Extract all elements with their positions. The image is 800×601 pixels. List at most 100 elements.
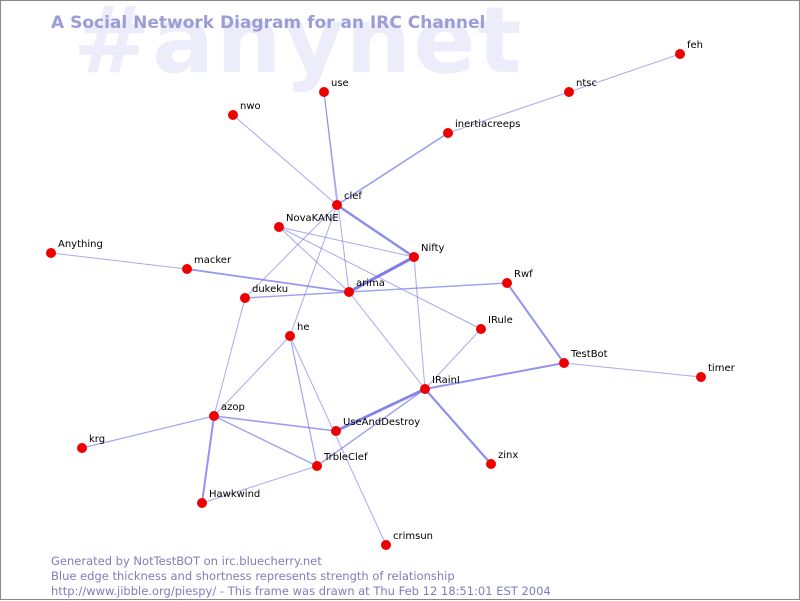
node-nwo[interactable]: nwo — [228, 101, 261, 120]
edge-he-azop — [213, 335, 291, 417]
footer-info: Generated by NotTestBOT on irc.bluecherr… — [51, 554, 551, 599]
node-label: azop — [221, 402, 245, 413]
node-ntsc[interactable]: ntsc — [564, 78, 597, 97]
node-label: Hawkwind — [209, 489, 260, 500]
edge-feh-ntsc — [568, 53, 681, 93]
edge-rwf-testbot — [506, 282, 565, 364]
node-dot — [332, 200, 342, 210]
node-dot — [77, 443, 87, 453]
edge-macker-arima — [186, 268, 350, 293]
node-dot — [240, 293, 250, 303]
node-dot — [409, 252, 419, 262]
node-dot — [274, 222, 284, 232]
node-dot — [696, 372, 706, 382]
node-dot — [502, 278, 512, 288]
edge-nifty-arima — [347, 255, 416, 294]
node-dot — [312, 461, 322, 471]
node-label: NovaKANE — [286, 213, 339, 224]
node-dot — [443, 128, 453, 138]
node-label: timer — [708, 363, 736, 374]
edge-azop-hawkwind — [201, 415, 215, 504]
node-iraini[interactable]: IRainI — [420, 375, 460, 394]
edge-dukeku-arima — [244, 291, 350, 299]
node-label: Nifty — [421, 243, 445, 254]
node-dot — [559, 358, 569, 368]
node-dot — [564, 87, 574, 97]
node-azop[interactable]: azop — [209, 402, 245, 421]
node-crimsun[interactable]: crimsun — [381, 531, 433, 550]
edge-nifty-iraini — [413, 256, 426, 390]
edge-testbot-timer — [563, 362, 702, 378]
node-arima[interactable]: arima — [344, 278, 385, 297]
node-nifty[interactable]: Nifty — [409, 243, 445, 262]
node-label: UseAndDestroy — [343, 417, 420, 428]
node-label: krg — [89, 434, 105, 445]
node-dot — [420, 384, 430, 394]
footer-generated-by: Generated by NotTestBOT on irc.bluecherr… — [51, 554, 322, 568]
node-label: use — [331, 78, 349, 89]
node-label: IRainI — [432, 375, 460, 386]
node-dot — [209, 411, 219, 421]
node-dot — [197, 498, 207, 508]
edge-novakane-irule — [278, 226, 482, 330]
node-label: Rwf — [514, 269, 533, 280]
node-dot — [344, 287, 354, 297]
node-label: dukeku — [252, 284, 288, 295]
edge-irule-iraini — [424, 328, 482, 390]
channel-watermark: #anynet — [73, 0, 524, 94]
node-clef[interactable]: clef — [332, 191, 362, 210]
node-hawkwind[interactable]: Hawkwind — [197, 489, 260, 508]
node-trbleclef[interactable]: TrbleClef — [312, 452, 368, 471]
node-label: Anything — [58, 239, 103, 250]
node-label: inertiacreeps — [455, 119, 520, 130]
node-label: macker — [194, 255, 232, 266]
edge-arima-rwf — [348, 282, 508, 293]
node-irule[interactable]: IRule — [476, 315, 513, 334]
edge-nwo-clef — [232, 114, 338, 206]
node-dot — [319, 87, 329, 97]
node-rwf[interactable]: Rwf — [502, 269, 533, 288]
footer-url-timestamp: http://www.jibble.org/piespy/ - This fra… — [51, 584, 551, 598]
node-feh[interactable]: feh — [675, 40, 703, 59]
node-dot — [46, 248, 56, 258]
node-testbot[interactable]: TestBot — [559, 349, 608, 368]
node-label: TestBot — [570, 349, 608, 360]
node-label: nwo — [240, 101, 261, 112]
node-label: zinx — [498, 450, 518, 461]
node-krg[interactable]: krg — [77, 434, 105, 453]
edge-hawkwind-trbleclef — [201, 465, 318, 504]
edge-inertiacreeps-clef — [336, 132, 449, 206]
node-dot — [182, 264, 192, 274]
edges-layer — [50, 53, 702, 546]
node-inertiacreeps[interactable]: inertiacreeps — [443, 119, 520, 138]
edge-testbot-iraini — [424, 362, 565, 390]
node-dot — [675, 49, 685, 59]
edge-azop-trbleclef — [213, 415, 318, 467]
edge-clef-dukeku — [244, 204, 338, 299]
node-dukeku[interactable]: dukeku — [240, 284, 288, 303]
edge-ntsc-inertiacreeps — [447, 91, 570, 134]
edge-arima-iraini — [348, 291, 426, 390]
node-dot — [228, 110, 238, 120]
edge-dukeku-azop — [213, 297, 246, 417]
edge-novakane-arima — [278, 226, 350, 293]
edge-novakane-nifty — [278, 226, 415, 258]
edge-use-arima — [323, 91, 350, 293]
node-zinx[interactable]: zinx — [486, 450, 518, 469]
edge-he-crimsun — [289, 335, 387, 546]
edge-clef-he — [289, 204, 338, 337]
node-useanddestroy[interactable]: UseAndDestroy — [331, 417, 420, 436]
node-novakane[interactable]: NovaKANE — [274, 213, 339, 232]
node-use[interactable]: use — [319, 78, 349, 97]
node-label: IRule — [488, 315, 513, 326]
node-anything[interactable]: Anything — [46, 239, 103, 258]
edge-anything-macker — [50, 252, 188, 270]
edge-iraini-useanddestroy — [334, 387, 427, 433]
edge-azop-useanddestroy — [213, 415, 337, 432]
node-he[interactable]: he — [285, 322, 310, 341]
node-timer[interactable]: timer — [696, 363, 736, 382]
node-macker[interactable]: macker — [182, 255, 232, 274]
